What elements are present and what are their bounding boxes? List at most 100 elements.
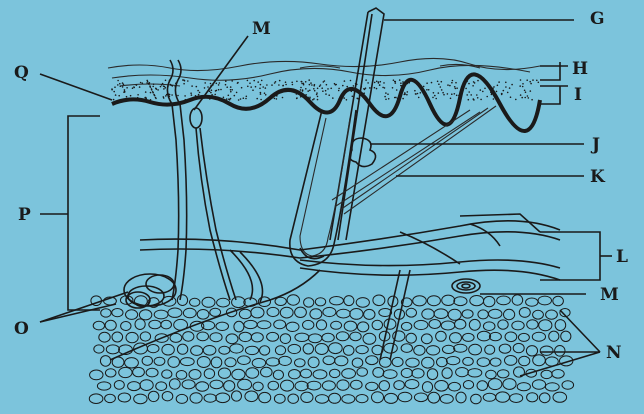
fat-cell — [154, 310, 168, 319]
granule-dot — [477, 80, 479, 82]
fat-cell — [133, 367, 145, 376]
fat-cell — [446, 357, 459, 365]
fat-cell — [384, 343, 397, 353]
granule-dot — [407, 91, 409, 93]
fat-cell — [363, 333, 376, 344]
fat-cell — [189, 370, 201, 380]
fat-cell — [372, 320, 382, 329]
granule-dot — [493, 86, 495, 88]
granule-dot — [147, 81, 149, 83]
granule-dot — [414, 90, 416, 92]
fat-cell — [315, 344, 328, 355]
granule-dot — [435, 98, 437, 100]
granule-dot — [156, 88, 158, 90]
granule-dot — [305, 81, 307, 83]
granule-dot — [423, 86, 425, 88]
fat-cell — [273, 370, 283, 379]
fat-cell — [203, 346, 216, 356]
fat-cell — [238, 379, 252, 390]
fat-cell — [260, 346, 270, 355]
granule-dot — [384, 96, 386, 98]
granule-dot — [317, 88, 319, 90]
fat-cell — [373, 368, 384, 378]
granule-dot — [530, 83, 532, 85]
granule-dot — [149, 82, 151, 84]
fat-cell — [330, 369, 340, 377]
fat-cell — [288, 344, 301, 353]
granule-dot — [456, 87, 458, 89]
fat-cell — [422, 357, 434, 368]
fat-cell — [218, 368, 230, 378]
granule-dot — [115, 94, 117, 96]
fat-cell — [191, 346, 203, 356]
granule-dot — [307, 90, 309, 92]
fat-cell — [301, 392, 313, 402]
fat-cell — [239, 332, 251, 341]
fat-cell — [308, 334, 321, 343]
granule-dot — [353, 85, 355, 87]
granule-dot — [301, 81, 303, 83]
fat-cell — [105, 320, 116, 330]
fat-cell — [177, 344, 187, 354]
fat-cell — [174, 319, 188, 330]
granule-dot — [473, 81, 475, 83]
fat-cell — [384, 319, 396, 329]
fat-cell — [99, 332, 110, 342]
fat-cell — [94, 345, 104, 353]
granule-dot — [118, 95, 120, 97]
granule-dot — [243, 97, 245, 99]
fat-cell — [216, 393, 230, 403]
fat-cell — [505, 332, 517, 342]
granule-dot — [305, 88, 307, 90]
fat-cell — [156, 382, 167, 391]
granule-dot — [265, 94, 267, 96]
granule-dot — [136, 84, 138, 86]
granule-dot — [260, 93, 262, 95]
granule-dot — [309, 84, 311, 86]
granule-dot — [527, 95, 529, 97]
fat-cell — [112, 357, 124, 367]
fat-cell — [295, 359, 306, 367]
fat-cell — [499, 344, 511, 353]
granule-dot — [255, 86, 257, 88]
fat-cell — [259, 392, 271, 402]
granule-dot — [497, 85, 499, 87]
fat-cell — [427, 346, 440, 355]
fat-cell — [490, 358, 501, 366]
granule-dot — [191, 85, 193, 87]
fat-cell — [176, 371, 187, 380]
granule-dot — [261, 80, 263, 82]
granule-dot — [114, 86, 116, 88]
arrector-pili-muscle — [332, 106, 496, 214]
granule-dot — [139, 86, 141, 88]
fat-cell — [286, 322, 299, 331]
granule-dot — [253, 80, 255, 82]
fat-cell — [488, 379, 502, 390]
fat-cell — [288, 394, 299, 403]
label-N: N — [606, 343, 622, 363]
granule-dot — [157, 89, 159, 91]
fat-cell — [478, 310, 488, 319]
granule-dot — [335, 84, 337, 86]
fat-cell — [450, 333, 462, 343]
fat-cell — [275, 297, 286, 305]
fat-cell — [527, 393, 538, 402]
label-J: J — [590, 135, 600, 155]
fat-cell — [413, 296, 427, 306]
granule-dot — [392, 87, 394, 89]
label-O: O — [14, 319, 29, 339]
fat-cell — [100, 356, 110, 367]
granule-dot — [198, 94, 200, 96]
granule-dot — [234, 95, 236, 97]
granule-dot — [191, 94, 193, 96]
granule-dot — [211, 89, 213, 91]
granule-dot — [271, 84, 273, 86]
granule-dot — [322, 90, 324, 92]
granule-dot — [154, 95, 156, 97]
granule-dot — [388, 98, 390, 100]
fat-cell — [204, 369, 214, 379]
granule-dot — [327, 88, 329, 90]
fat-cell — [539, 320, 552, 331]
granule-dot — [342, 85, 344, 87]
granule-dot — [237, 82, 239, 84]
